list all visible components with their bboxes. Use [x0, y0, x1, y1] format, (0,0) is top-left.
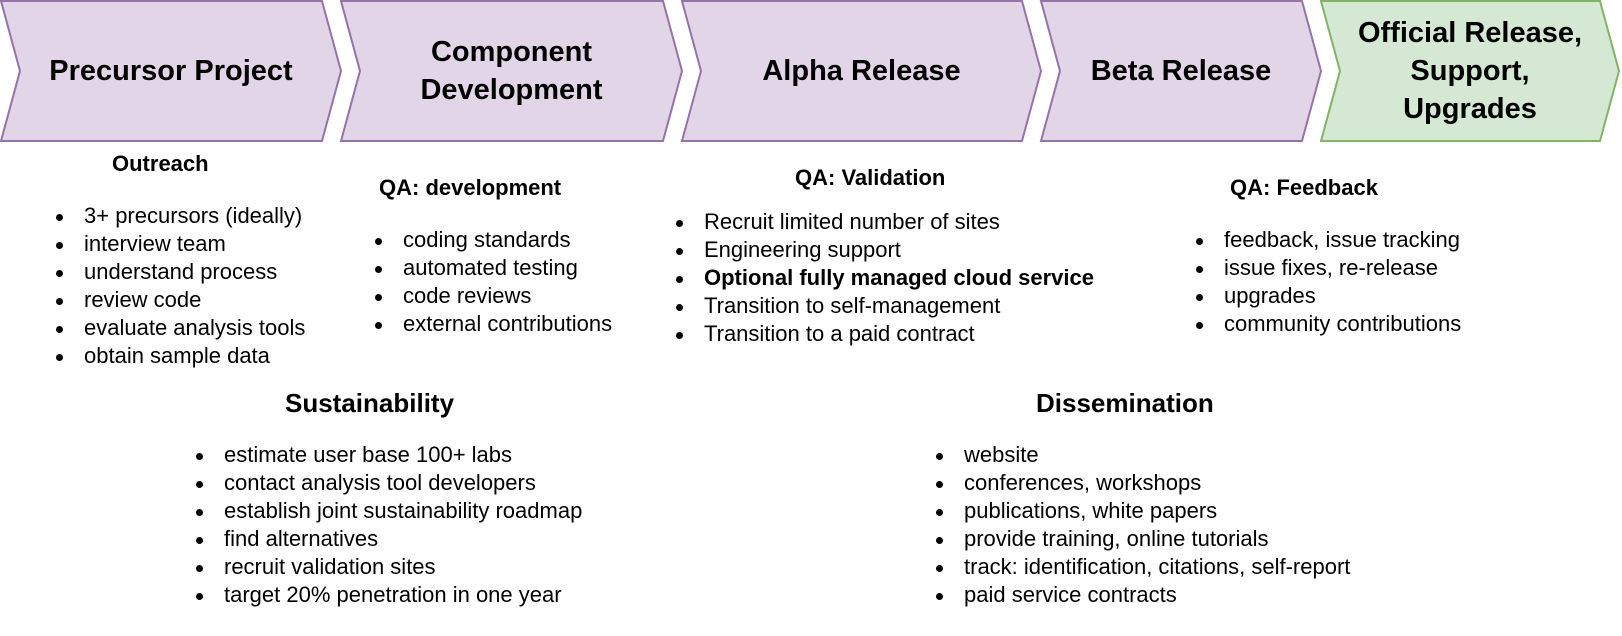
sustainability-list: estimate user base 100+ labs contact ana… [192, 441, 582, 609]
list-item: 3+ precursors (ideally) [52, 202, 305, 230]
stage-label-official: Official Release, Support, Upgrades [1357, 17, 1583, 125]
list-item: code reviews [371, 282, 612, 310]
stage-chevron-component [339, 0, 684, 142]
stage-label-alpha: Alpha Release [762, 55, 961, 87]
qa-development-list: coding standards automated testing code … [371, 226, 612, 338]
list-item: track: identification, citations, self-r… [932, 553, 1350, 581]
list-item: find alternatives [192, 525, 582, 553]
list-item: estimate user base 100+ labs [192, 441, 582, 469]
list-item: recruit validation sites [192, 553, 582, 581]
list-item: coding standards [371, 226, 612, 254]
sustainability-block: Sustainability estimate user base 100+ l… [192, 389, 582, 609]
process-chevrons [0, 0, 1621, 142]
qa-validation-heading: QA: Validation [795, 165, 946, 190]
list-item: Transition to a paid contract [672, 320, 1094, 348]
qa-validation-list: Recruit limited number of sites Engineer… [672, 208, 1094, 348]
list-item: conferences, workshops [932, 469, 1350, 497]
list-item: Transition to self-management [672, 292, 1094, 320]
list-item: Engineering support [672, 236, 1094, 264]
list-item: issue fixes, re-release [1192, 254, 1461, 282]
list-item: interview team [52, 230, 305, 258]
outreach-block: Outreach 3+ precursors (ideally) intervi… [52, 150, 305, 370]
dissemination-block: Dissemination website conferences, works… [932, 389, 1350, 609]
list-item: evaluate analysis tools [52, 314, 305, 342]
list-item: website [932, 441, 1350, 469]
list-item: Recruit limited number of sites [672, 208, 1094, 236]
outreach-heading: Outreach [112, 151, 209, 176]
stage-chevron-precursor [0, 0, 343, 142]
qa-development-heading: QA: development [379, 175, 562, 200]
stage-label-component: Component Development [420, 36, 603, 106]
stage-label-beta: Beta Release [1090, 55, 1272, 87]
qa-validation-block: QA: Validation Recruit limited number of… [672, 164, 1094, 348]
list-item: target 20% penetration in one year [192, 581, 582, 609]
list-item: contact analysis tool developers [192, 469, 582, 497]
list-item: paid service contracts [932, 581, 1350, 609]
qa-feedback-block: QA: Feedback feedback, issue tracking is… [1192, 174, 1461, 338]
list-item: Optional fully managed cloud service [672, 264, 1094, 292]
stage-chevron-beta [1039, 0, 1323, 142]
qa-feedback-list: feedback, issue tracking issue fixes, re… [1192, 226, 1461, 338]
list-item: feedback, issue tracking [1192, 226, 1461, 254]
list-item: automated testing [371, 254, 612, 282]
stage-chevron-official [1319, 0, 1621, 142]
list-item: establish joint sustainability roadmap [192, 497, 582, 525]
qa-feedback-heading: QA: Feedback [1230, 175, 1378, 200]
sustainability-heading: Sustainability [285, 388, 455, 418]
list-item: provide training, online tutorials [932, 525, 1350, 553]
qa-development-block: QA: development coding standards automat… [371, 174, 612, 338]
stage-label-precursor: Precursor Project [49, 55, 293, 87]
dissemination-list: website conferences, workshops publicati… [932, 441, 1350, 609]
dissemination-heading: Dissemination [1036, 388, 1214, 418]
stage-chevron-alpha [680, 0, 1043, 142]
list-item: external contributions [371, 310, 612, 338]
list-item: understand process [52, 258, 305, 286]
list-item: publications, white papers [932, 497, 1350, 525]
list-item: upgrades [1192, 282, 1461, 310]
list-item: obtain sample data [52, 342, 305, 370]
list-item: review code [52, 286, 305, 314]
outreach-list: 3+ precursors (ideally) interview team u… [52, 202, 305, 370]
list-item: community contributions [1192, 310, 1461, 338]
